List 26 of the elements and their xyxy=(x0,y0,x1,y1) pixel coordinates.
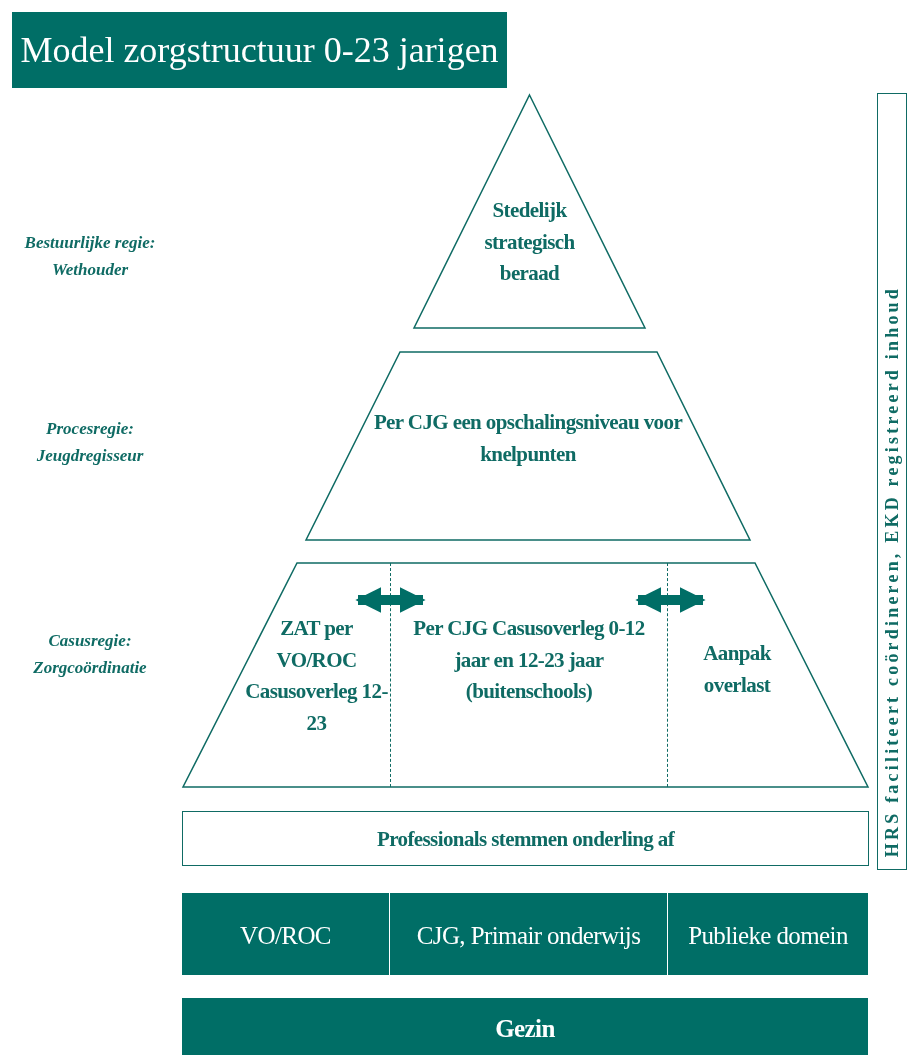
node-text: VO/ROC xyxy=(239,921,332,951)
node-text: Stedelijk strategisch beraad xyxy=(483,197,576,287)
node-text: ZAT per VO/ROC Casusoverleg 12-23 xyxy=(244,615,389,737)
node-text: Per CJG een opschalingsniveau voor knelpunten xyxy=(372,409,684,468)
bar-segment xyxy=(182,893,389,975)
node-text: Professionals stemmen onderling af xyxy=(375,826,676,853)
side-panel xyxy=(877,93,907,870)
trapezoid xyxy=(183,563,868,787)
triangle xyxy=(414,95,645,328)
title-banner: Model zorgstructuur 0-23 jarigen xyxy=(12,12,507,88)
double-arrow xyxy=(635,587,706,613)
node-text: Publieke domein xyxy=(687,921,849,951)
level-label: Casusregie: Zorgcoördinatie xyxy=(32,630,148,680)
bar xyxy=(182,998,868,1055)
node-text: Aanpak overlast xyxy=(702,640,773,699)
level-label: Bestuurlijke regie: Wethouder xyxy=(23,232,157,282)
node-text: Per CJG Casusoverleg 0-12 jaar en 12-23 jaar (buitenschools) xyxy=(412,615,646,705)
bar-segment xyxy=(668,893,868,975)
level-label: Procesregie: Jeugdregisseur xyxy=(35,418,145,468)
node-text: CJG, Primair onderwijs xyxy=(415,921,642,951)
trapezoid xyxy=(306,352,750,540)
double-arrow xyxy=(355,587,426,613)
vertical-note: HRS faciliteert coördineren, EKD registreerd inhoud xyxy=(881,285,903,857)
bar xyxy=(182,811,869,866)
node-text: Gezin xyxy=(494,1014,556,1044)
bar-segment xyxy=(390,893,667,975)
